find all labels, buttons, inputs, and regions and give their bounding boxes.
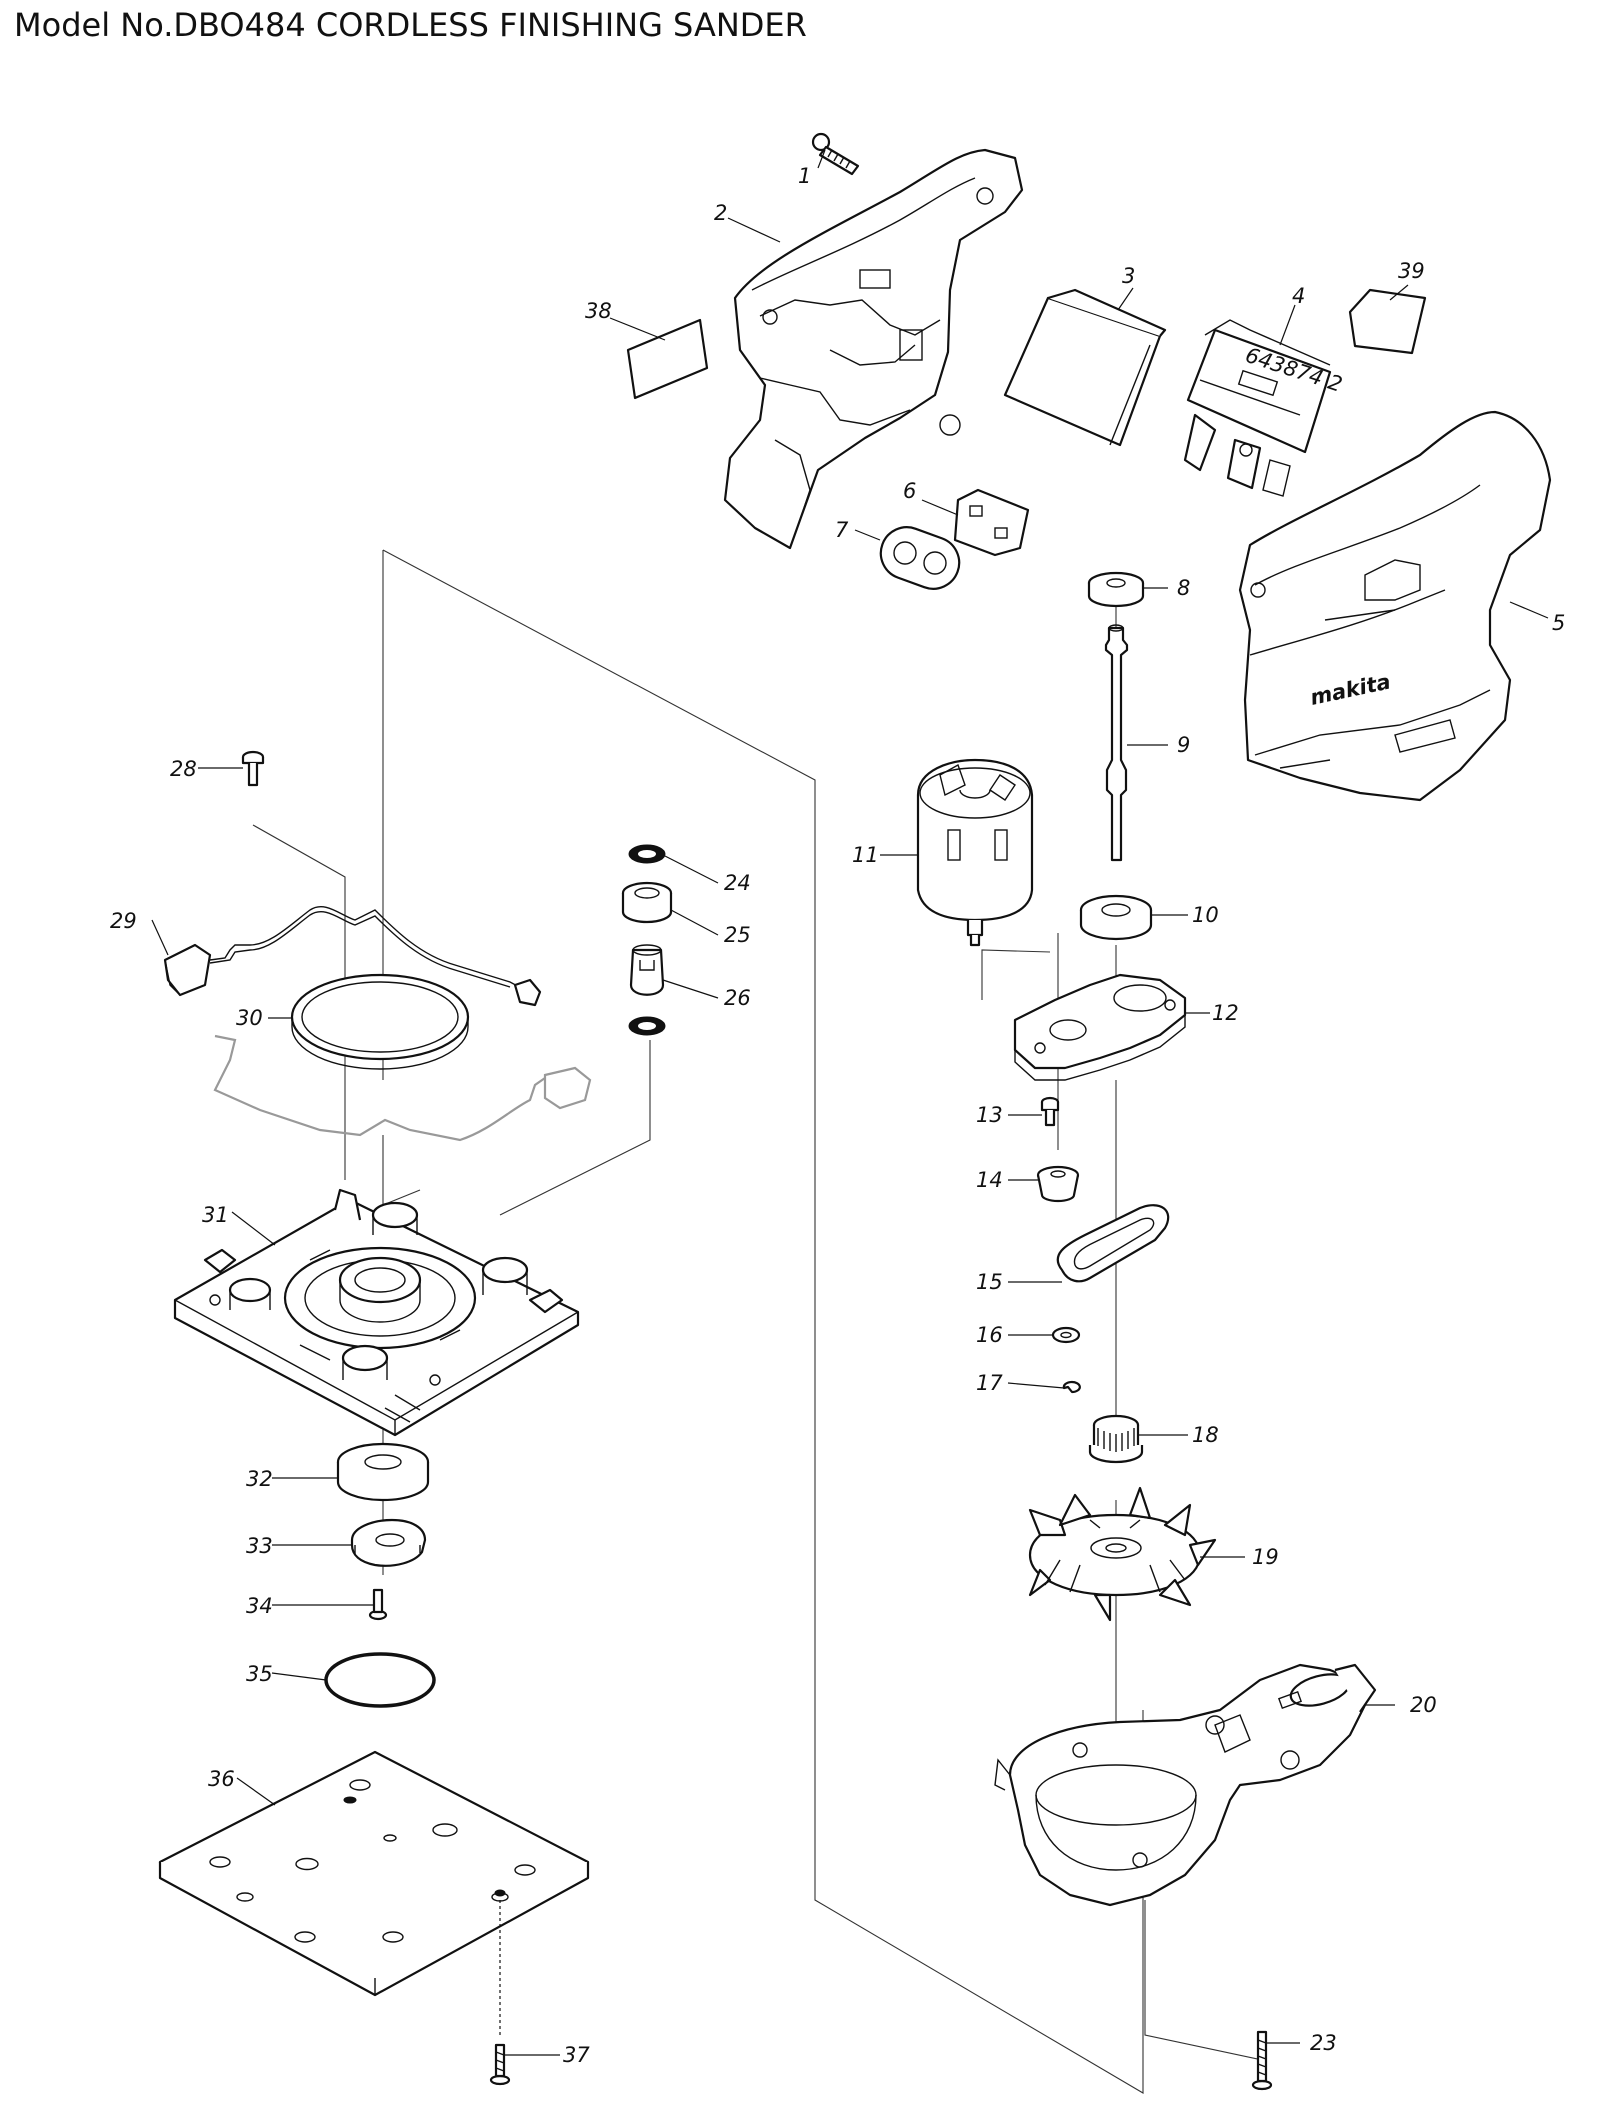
part-rubber-25 <box>621 881 673 924</box>
label-part-17: 17 <box>976 1371 1003 1395</box>
ghost-leadwire <box>213 1034 592 1142</box>
part-screw-23 <box>1251 2030 1273 2091</box>
part-gasket-7 <box>879 526 961 590</box>
label-part-14: 14 <box>976 1168 1003 1192</box>
part-oring-lower <box>628 1016 666 1036</box>
part-pulley-18 <box>1088 1414 1144 1464</box>
part-bearing-10 <box>1079 894 1153 941</box>
part-seal-30 <box>290 973 470 1070</box>
part-motor-11 <box>916 758 1034 947</box>
part-number-labels: 1 2 3 4 5 6 7 8 9 10 11 12 13 14 15 16 1… <box>110 164 1565 2067</box>
label-part-10: 10 <box>1192 903 1219 927</box>
part-bearing-8 <box>1087 571 1145 608</box>
part-bearing-32 <box>336 1442 430 1502</box>
part-housing-5: makita <box>1238 410 1552 802</box>
part-switch-4: 643874 2 <box>1183 319 1345 497</box>
label-part-3: 3 <box>1122 264 1135 288</box>
label-part-9: 9 <box>1177 733 1190 757</box>
label-part-4: 4 <box>1292 284 1305 308</box>
label-part-33: 33 <box>246 1534 273 1558</box>
part-counterweight-33 <box>350 1518 427 1567</box>
label-part-24: 24 <box>724 871 751 895</box>
label-part-5: 5 <box>1552 611 1565 635</box>
part-screw-13 <box>1040 1096 1060 1127</box>
label-part-20: 20 <box>1410 1693 1437 1717</box>
label-part-35: 35 <box>246 1662 273 1686</box>
part-pad-36 <box>158 1750 590 1997</box>
part-ring-35 <box>324 1652 436 1708</box>
label-part-2: 2 <box>714 201 727 225</box>
part-belt-15 <box>1056 1204 1170 1283</box>
part-baseplate-31 <box>173 1188 580 1437</box>
label-part-13: 13 <box>976 1103 1003 1127</box>
part-screw-34 <box>368 1588 388 1621</box>
leader-lines <box>151 149 1549 2056</box>
part-oring-24 <box>628 844 666 864</box>
label-part-31: 31 <box>202 1203 229 1227</box>
label-part-25: 25 <box>724 923 751 947</box>
label-part-23: 23 <box>1310 2031 1337 2055</box>
label-part-29: 29 <box>110 909 137 933</box>
label-part-30: 30 <box>236 1006 263 1030</box>
label-part-11: 11 <box>852 843 879 867</box>
label-part-39: 39 <box>1398 259 1425 283</box>
part-shaft-9 <box>1104 624 1129 862</box>
part-cover-3 <box>1003 288 1167 447</box>
label-part-18: 18 <box>1192 1423 1219 1447</box>
part-label-39 <box>1348 288 1427 355</box>
label-part-38: 38 <box>585 299 612 323</box>
part-housing-2 <box>723 148 1024 550</box>
part-label-38 <box>626 318 709 400</box>
part-fan-19 <box>1028 1486 1217 1622</box>
part-bracket-12 <box>1013 973 1187 1081</box>
label-part-28: 28 <box>170 757 197 781</box>
label-part-6: 6 <box>903 479 916 503</box>
label-part-1: 1 <box>798 164 811 188</box>
label-part-7: 7 <box>835 518 849 542</box>
part-ring-17 <box>1062 1380 1081 1394</box>
page-title: Model No.DBO484 CORDLESS FINISHING SANDE… <box>14 6 807 44</box>
part-screw-37 <box>489 1900 511 2086</box>
label-part-8: 8 <box>1177 576 1190 600</box>
label-part-15: 15 <box>976 1270 1003 1294</box>
label-part-26: 26 <box>724 986 751 1010</box>
label-part-32: 32 <box>246 1467 273 1491</box>
label-part-37: 37 <box>563 2043 590 2067</box>
label-part-34: 34 <box>246 1594 273 1618</box>
part-leadwire-29 <box>163 905 542 1007</box>
part-base-housing-20 <box>994 1663 1377 1907</box>
part-screw-1 <box>811 132 860 176</box>
part-screw-28 <box>241 750 265 787</box>
label-part-16: 16 <box>976 1323 1003 1347</box>
part-bushing-26 <box>629 944 665 996</box>
label-part-36: 36 <box>208 1767 235 1791</box>
part-plate-6 <box>953 488 1030 557</box>
label-part-12: 12 <box>1212 1001 1239 1025</box>
part-washer-16 <box>1051 1326 1081 1344</box>
part-pulley-14 <box>1036 1165 1080 1203</box>
label-part-19: 19 <box>1252 1545 1279 1569</box>
